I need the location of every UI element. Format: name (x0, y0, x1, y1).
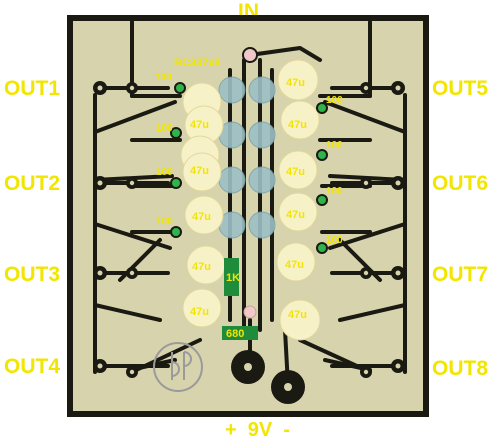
power-pads (231, 350, 305, 404)
cap-label: 47u (190, 306, 209, 318)
cap-label: 47u (192, 211, 211, 223)
resistor-label: 100 (326, 235, 343, 246)
resistor-label: 100 (156, 216, 173, 227)
resistor-label: 100 (326, 140, 343, 151)
cap-label: 47u (288, 309, 307, 321)
cap-label: 47u (192, 261, 211, 273)
resistor-680-label: 680 (226, 328, 244, 340)
cap-label: 47u (285, 259, 304, 271)
resistor-label: 100 (156, 123, 173, 134)
label-out3: OUT3 (4, 263, 61, 286)
cap-label: 47u (190, 119, 209, 131)
cap-label: 47u (286, 166, 305, 178)
resistor-1k (224, 258, 239, 296)
label-power: + 9V - (225, 419, 291, 441)
capacitors-right (276, 59, 321, 341)
resistor-label: 100 (326, 95, 343, 106)
small-pad (243, 305, 257, 319)
capacitors-left (180, 82, 226, 328)
logo (153, 342, 203, 392)
label-out1: OUT1 (4, 77, 61, 100)
label-out4: OUT4 (4, 355, 61, 378)
resistor-1k-label: 1K (226, 272, 240, 284)
cap-label: 47u (286, 209, 305, 221)
cap-label: 47u (288, 119, 307, 131)
label-out8: OUT8 (432, 357, 489, 380)
resistor-label: 100 (156, 167, 173, 178)
resistor-680 (222, 326, 258, 340)
cap-label: 47u (286, 77, 305, 89)
pads-right (360, 81, 405, 378)
resistor-pads (170, 82, 328, 254)
cap-labels: 47u 47u 47u 47u 47u 47u 47u 47u 47u 47u … (190, 77, 307, 321)
resistor-label: 100 (326, 186, 343, 197)
cap-label: 47u (190, 165, 209, 177)
resistor-labels: 100 100 100 100 100 100 100 100 (155, 72, 343, 246)
pads-left (93, 81, 138, 378)
label-out7: OUT7 (432, 263, 489, 286)
label-out2: OUT2 (4, 172, 61, 195)
input-pad (242, 47, 258, 63)
transistor-label: BC337x8 (174, 57, 220, 69)
transistor-array (218, 76, 276, 239)
label-out5: OUT5 (432, 77, 489, 100)
label-out6: OUT6 (432, 172, 489, 195)
resistor-label: 100 (155, 72, 172, 83)
